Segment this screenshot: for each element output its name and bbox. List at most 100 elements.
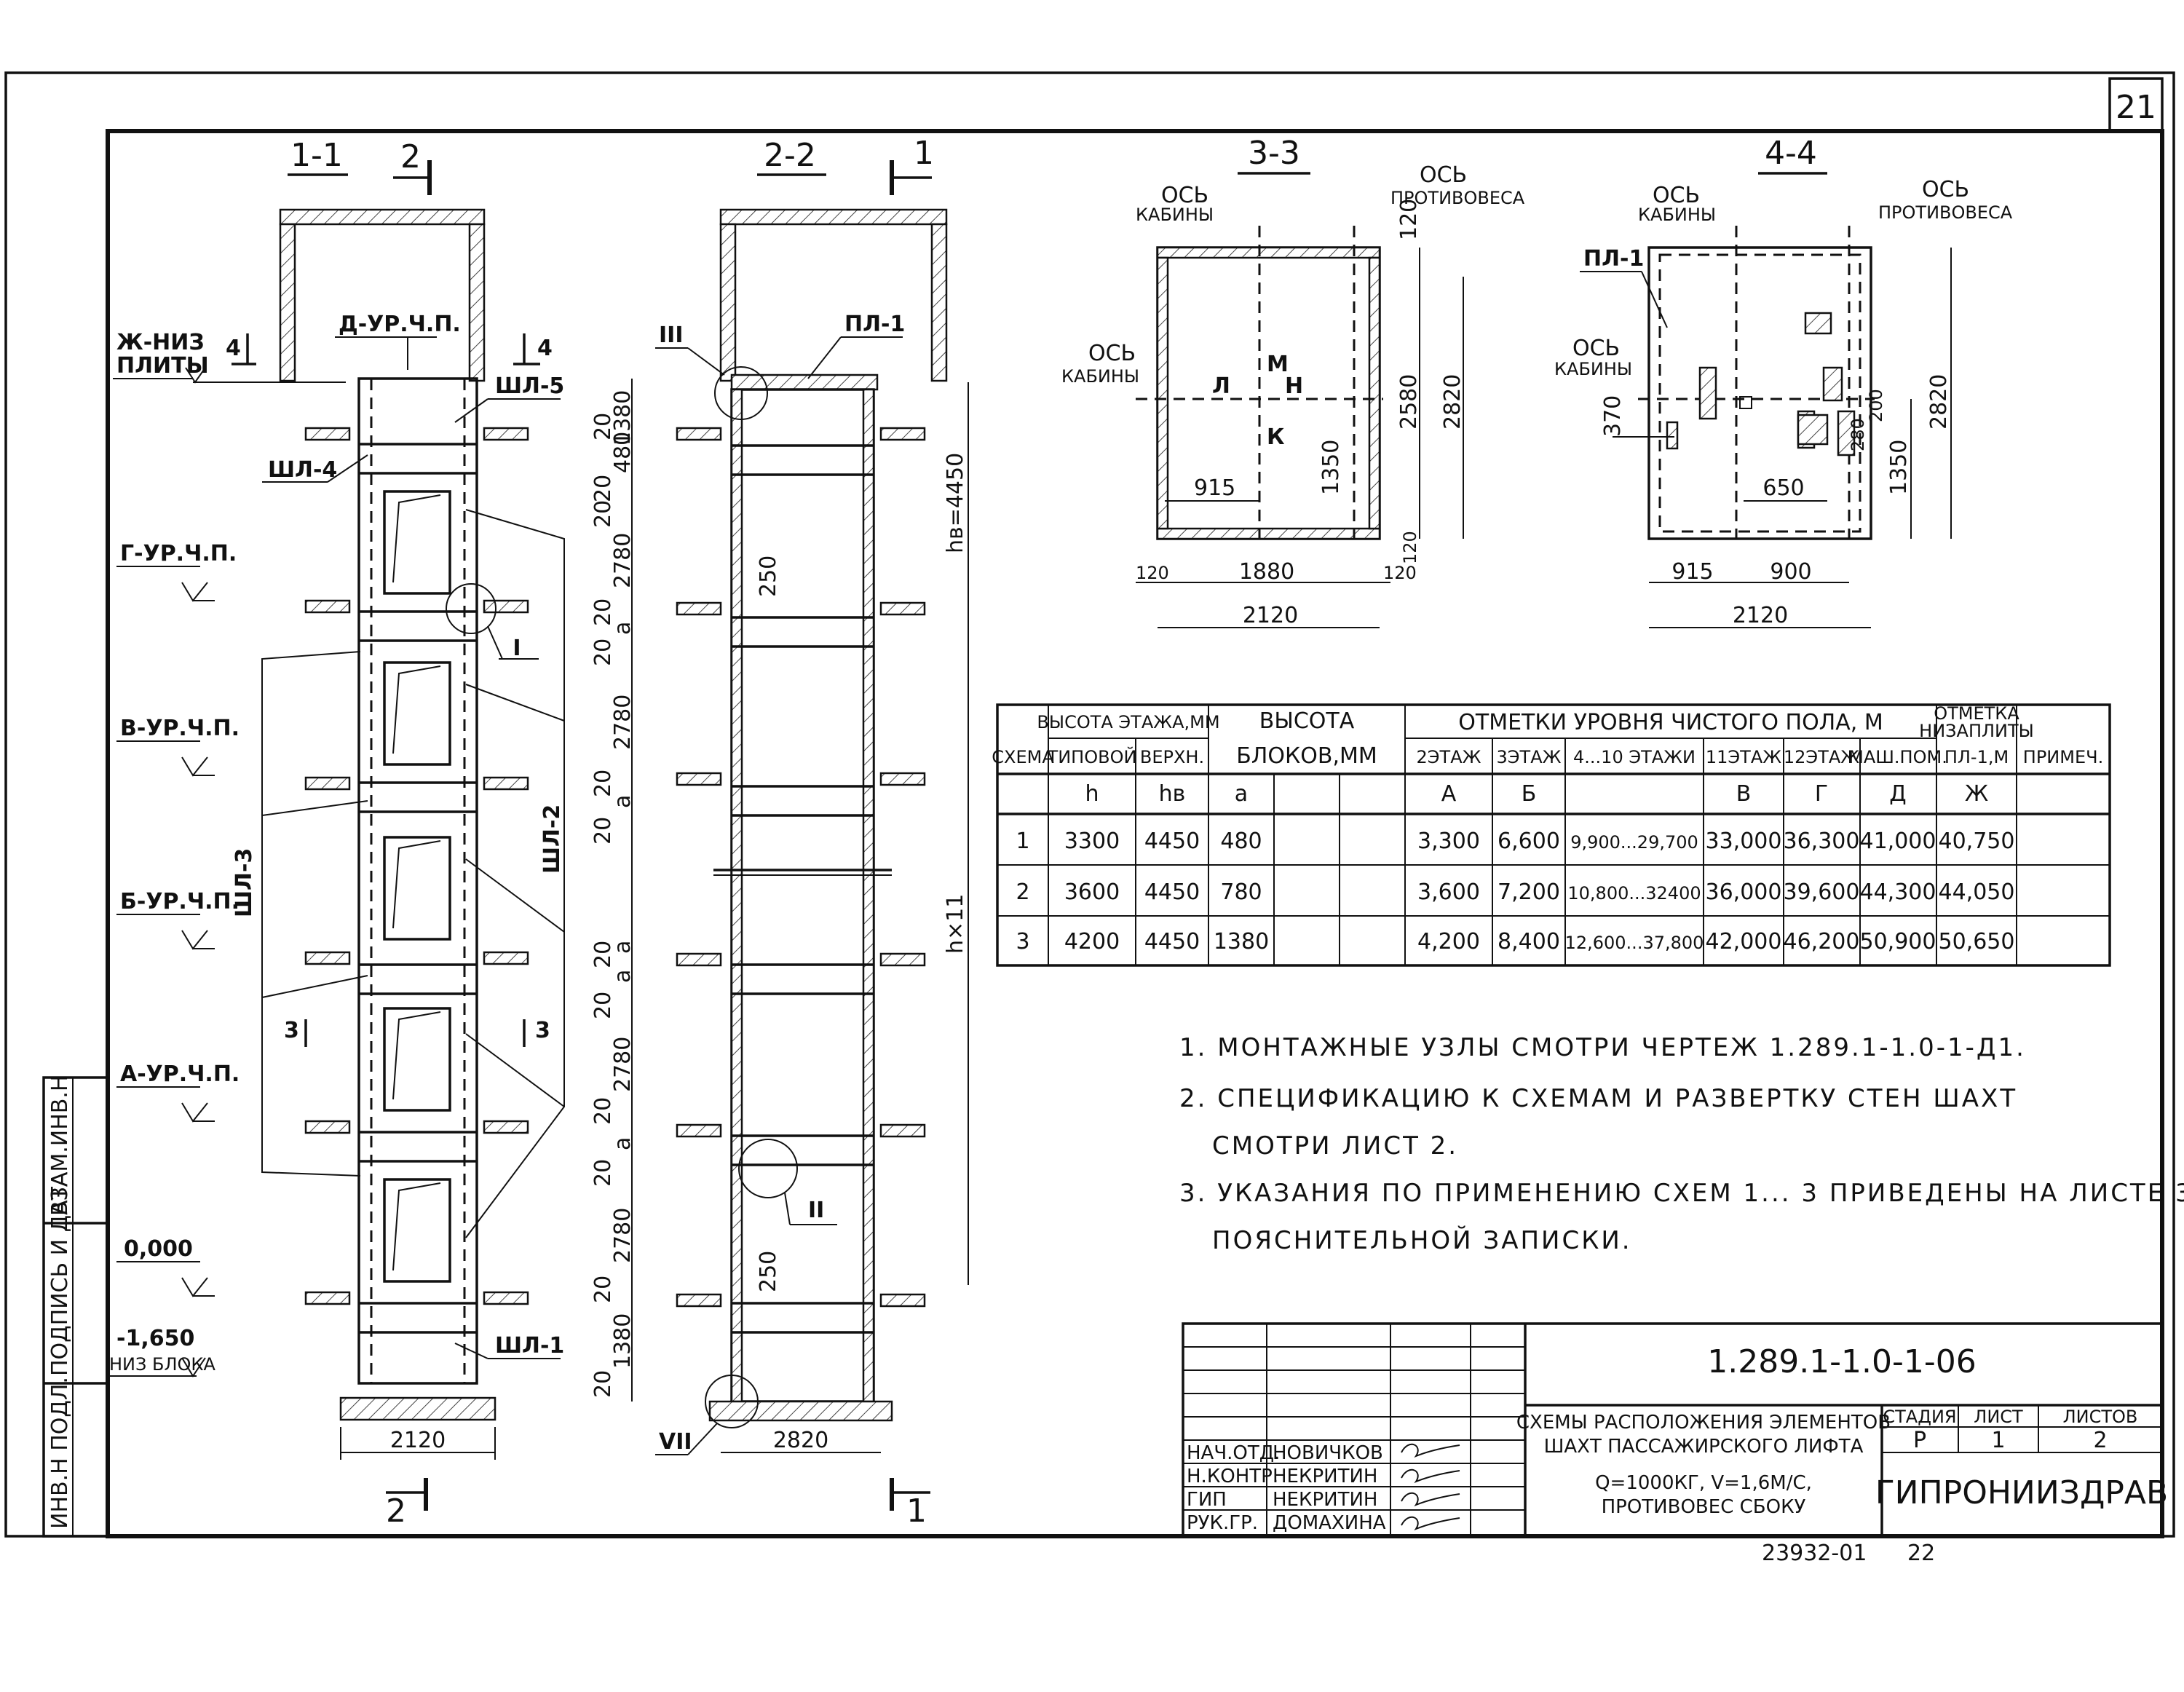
side-stamp-inv: ИНВ.Н ПОДЛ. <box>47 1377 73 1529</box>
level-a-label: А-УР.Ч.П. <box>120 1062 240 1087</box>
cut-arrow-3-right: 3 <box>535 1018 550 1043</box>
cell: 46,200 <box>1784 929 1860 954</box>
cell: 40,750 <box>1939 829 2015 854</box>
note-1: 1. МОНТАЖНЫЕ УЗЛЫ СМОТРИ ЧЕРТЕЖ 1.289.1-… <box>1179 1033 2026 1062</box>
stamp-name-0: НОВИЧКОВ <box>1273 1442 1383 1464</box>
plan-4-4-axis-cabin: ОСЬ <box>1653 183 1700 208</box>
cell: 12,600...37,800 <box>1565 933 1704 953</box>
node-VII-label: VII <box>659 1429 692 1455</box>
dim-22-13: a <box>610 941 636 954</box>
section-2-2: 2-2 1 III II VII ПЛ-1 <box>590 135 969 1530</box>
level-v-label: В-УР.Ч.П. <box>120 716 240 741</box>
plan-3-3-letter-m: М <box>1267 352 1289 377</box>
plan-4-4-axis-cabin-left-2: КАБИНЫ <box>1554 359 1632 379</box>
section-1-1-cut-mark: 2 <box>400 138 421 175</box>
stamp-org: ГИПРОНИИЗДРАВ <box>1875 1474 2168 1511</box>
stamp-name-2: НЕКРИТИН <box>1273 1489 1377 1511</box>
cell: 7,200 <box>1497 879 1560 905</box>
plan-3-3-dim-6: 1880 <box>1239 559 1294 585</box>
cell: 41,000 <box>1860 829 1936 854</box>
note-3-cont: ПОЯСНИТЕЛЬНОЙ ЗАПИСКИ. <box>1212 1225 1632 1255</box>
level-g-label: Г-УР.Ч.П. <box>120 541 237 566</box>
cell: 4450 <box>1144 829 1200 854</box>
dim-22-25: 250 <box>756 556 781 597</box>
plan-4-4-axis-cabin-2: КАБИНЫ <box>1638 205 1716 225</box>
cell: 4200 <box>1064 929 1120 954</box>
th-f2: 2ЭТАЖ <box>1417 747 1481 767</box>
stamp-sheet: 1 <box>1991 1428 2005 1453</box>
plan-4-4-dim-4: 1350 <box>1886 440 1912 495</box>
cell: 3600 <box>1064 879 1120 905</box>
cell: 42,000 <box>1706 929 1782 954</box>
plan-3-3-axis-cabin: ОСЬ <box>1161 183 1208 208</box>
section-1-1: 1-1 2 <box>226 137 565 1530</box>
table-row: 1 3300 4450 480 3,300 6,600 9,900...29,7… <box>1016 829 2014 854</box>
cell: 36,000 <box>1706 879 1782 905</box>
cell: 1 <box>1016 829 1029 854</box>
sym-a: a <box>1235 781 1248 807</box>
stamp-sheets: 2 <box>2093 1428 2107 1453</box>
element-shl3-label: ШЛ-3 <box>232 848 257 917</box>
stamp-name-1: НЕКРИТИН <box>1273 1466 1377 1487</box>
cut-arrow-4-left: 4 <box>226 336 241 361</box>
plan-3-3-dim-2: 2820 <box>1440 374 1465 430</box>
section-1-1-bottom-mark: 2 <box>386 1493 406 1530</box>
cell: 3,300 <box>1417 829 1480 854</box>
cell: 33,000 <box>1706 829 1782 854</box>
stamp-name-3: ДОМАХИНА <box>1273 1512 1386 1534</box>
th-typ: ТИПОВОЙ <box>1047 746 1137 767</box>
plan-3-3-dim-9: 120 <box>1400 531 1420 564</box>
sym-A: А <box>1441 781 1457 807</box>
dim-22-9: 2780 <box>610 695 636 750</box>
side-stamp-sign: ПОДПИСЬ И ДАТА <box>47 1171 73 1376</box>
node-I-label: I <box>513 636 521 661</box>
dim-22-0: 20 <box>590 413 616 440</box>
level-b-label: Б-УР.Ч.П. <box>120 889 240 914</box>
dim-22-1: 1380 <box>610 390 636 446</box>
plan-4-4-dim-5: 2820 <box>1926 374 1952 430</box>
th-scheme: СХЕМА <box>992 747 1054 767</box>
schemes-table: СХЕМА ВЫСОТА ЭТАЖА,ММ ТИПОВОЙ ВЕРХН. ВЫС… <box>992 703 2111 967</box>
th-mash: МАШ.ПОМ. <box>1848 747 1947 767</box>
plan-4-4-axis-cabin-left: ОСЬ <box>1572 336 1620 361</box>
plan-4-4-dim-6: 915 <box>1671 559 1713 585</box>
plan-3-3-dim-7: 120 <box>1383 563 1417 583</box>
cell: 39,600 <box>1784 879 1860 905</box>
th-f410: 4...10 ЭТАЖИ <box>1573 747 1696 767</box>
level-base-label: -1,650 <box>116 1326 194 1351</box>
node-III-label: III <box>659 323 684 348</box>
plan-3-3-letter-n: Н <box>1285 373 1303 399</box>
plan-4-4-dim-0: 370 <box>1600 395 1626 437</box>
plan-3-3: 3-3 М Л Н К ОСЬ КАБИНЫ ОСЬ ПРОТИВОВЕСА О… <box>1061 135 1525 628</box>
th-blocks-2: БЛОКОВ,ММ <box>1236 743 1377 769</box>
plan-3-3-axis-cabin-2: КАБИНЫ <box>1136 205 1214 225</box>
plan-3-3-dim-0: 120 <box>1396 199 1422 240</box>
cell: 50,900 <box>1860 929 1936 954</box>
dim-22-12: 20 <box>590 817 616 845</box>
cell: 4450 <box>1144 879 1200 905</box>
plan-4-4-title: 4-4 <box>1765 135 1817 172</box>
th-slab-1: ОТМЕТКА <box>1934 703 2019 724</box>
plan-4-4-dim-1: 650 <box>1762 475 1804 501</box>
plan-4-4-dim-2: 280 <box>1848 418 1868 451</box>
dim-22-22: 20 <box>590 1276 616 1303</box>
plan-3-3-dim-4: 915 <box>1194 475 1235 501</box>
cell: 2 <box>1016 879 1029 905</box>
section-2-2-cut-mark: 1 <box>914 135 934 172</box>
dim-22-10: 20 <box>590 770 616 797</box>
dim-22-20: 20 <box>590 1159 616 1187</box>
dim-22-18: 20 <box>590 1097 616 1125</box>
cell: 480 <box>1220 829 1262 854</box>
cell: 3300 <box>1064 829 1120 854</box>
plan-3-3-dim-8: 2120 <box>1243 603 1298 628</box>
plan-4-4-dim-3: 200 <box>1866 389 1886 422</box>
dim-side-h11: h×11 <box>943 894 968 954</box>
plan-4-4-axis-cw-2: ПРОТИВОВЕСА <box>1878 202 2013 223</box>
th-slab-2: НИЗАПЛИТЫ <box>1919 721 2034 741</box>
table-row: 3 4200 4450 1380 4,200 8,400 12,600...37… <box>1016 929 2014 954</box>
side-stamp: ИНВ.Н ПОДЛ. ПОДПИСЬ И ДАТА ВЗАМ.ИНВ.Н <box>42 1075 109 1538</box>
stamp-title-3: Q=1000КГ, V=1,6М/С, <box>1595 1472 1812 1494</box>
cell: 36,300 <box>1784 829 1860 854</box>
plan-3-3-axis-cw: ОСЬ <box>1420 162 1467 188</box>
cell: 780 <box>1220 879 1262 905</box>
